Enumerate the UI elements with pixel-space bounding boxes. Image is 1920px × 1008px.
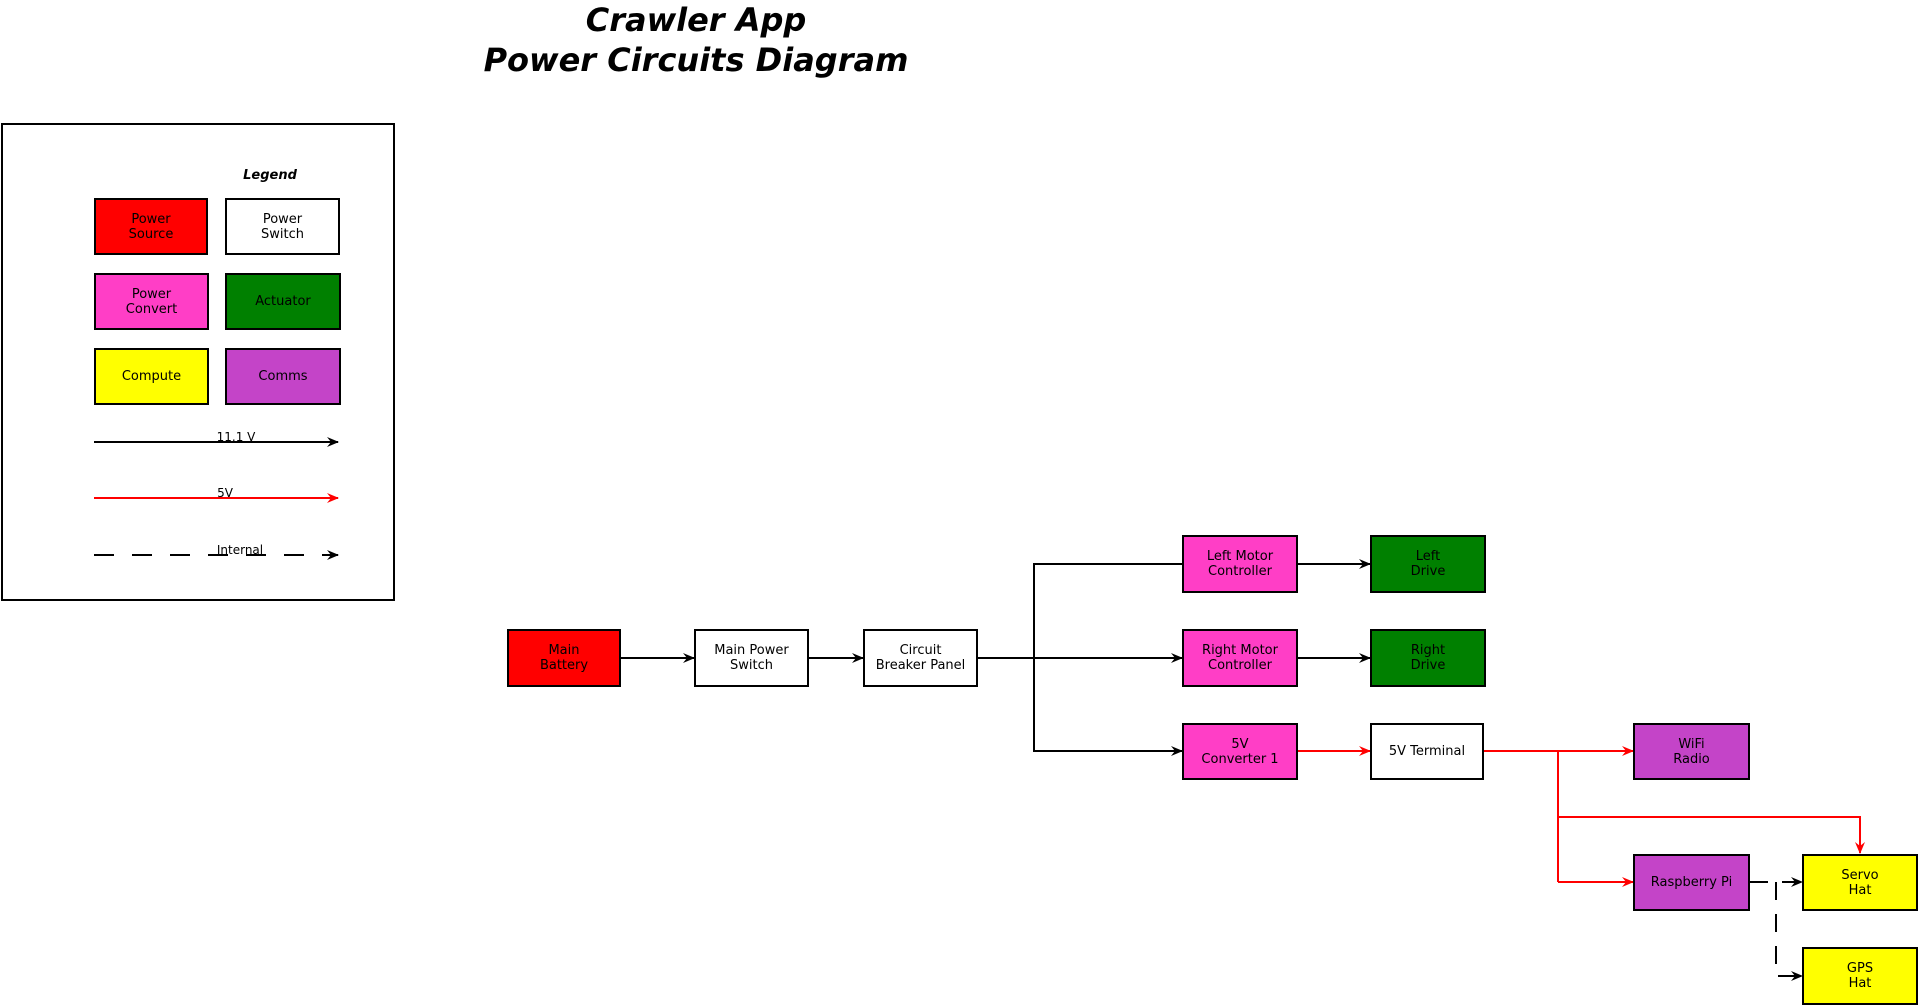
- legend-title: Legend: [243, 168, 297, 183]
- node-left-motor-controller: Left Motor Controller: [1182, 535, 1298, 593]
- node-left-drive: Left Drive: [1370, 535, 1486, 593]
- node-wifi-radio: WiFi Radio: [1633, 723, 1750, 780]
- legend-power-switch: Power Switch: [225, 198, 340, 255]
- legend-internal-label: Internal: [216, 543, 264, 557]
- edge-pi-gps: [1775, 882, 1803, 981]
- legend-comms: Comms: [225, 348, 341, 405]
- node-right-drive: Right Drive: [1370, 629, 1486, 687]
- node-circuit-breaker-panel: Circuit Breaker Panel: [863, 629, 978, 687]
- node-main-power-switch: Main Power Switch: [694, 629, 809, 687]
- title-line-2: Power Circuits Diagram: [483, 41, 909, 79]
- node-main-battery: Main Battery: [507, 629, 621, 687]
- legend-compute: Compute: [94, 348, 209, 405]
- node-servo-hat: Servo Hat: [1802, 854, 1918, 911]
- edge-breaker-left-motor: [1033, 559, 1241, 658]
- title-line-1: Crawler App: [585, 1, 807, 39]
- legend-actuator: Actuator: [225, 273, 341, 330]
- node-raspberry-pi: Raspberry Pi: [1633, 854, 1750, 911]
- legend-power-convert: Power Convert: [94, 273, 209, 330]
- legend-power-source: Power Source: [94, 198, 208, 255]
- legend-frame: [1, 123, 395, 601]
- node-gps-hat: GPS Hat: [1802, 947, 1918, 1005]
- node-5v-converter: 5V Converter 1: [1182, 723, 1298, 780]
- edge-breaker-5v-converter: [1033, 658, 1183, 756]
- node-right-motor-controller: Right Motor Controller: [1182, 629, 1298, 687]
- legend-11v-label: 11.1 V: [216, 430, 256, 444]
- edge-terminal-servo: [1558, 816, 1865, 854]
- legend-5v-label: 5V: [217, 486, 233, 500]
- diagram-title: Crawler App Power Circuits Diagram: [420, 0, 972, 80]
- node-5v-terminal: 5V Terminal: [1370, 723, 1484, 780]
